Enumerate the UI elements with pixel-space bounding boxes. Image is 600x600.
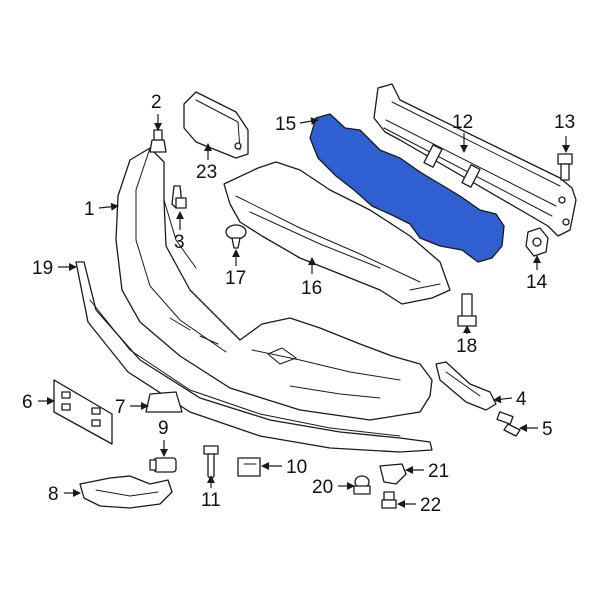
callout-11: 11	[201, 490, 221, 511]
part-2-fastener	[149, 129, 167, 153]
callout-15: 15	[275, 114, 296, 135]
callout-7: 7	[115, 397, 126, 418]
part-17-clip	[225, 224, 247, 249]
callout-12: 12	[452, 112, 473, 133]
callout-20: 20	[312, 477, 333, 498]
part-8-fog-bezel	[79, 475, 173, 509]
leader-lines	[38, 114, 570, 508]
callout-1: 1	[84, 199, 95, 220]
part-12-reinforcement-beam	[373, 83, 577, 237]
callout-23: 23	[196, 162, 217, 183]
part-6-license-bracket	[53, 379, 113, 445]
part-23-side-bracket	[183, 91, 249, 159]
part-10-retainer-clip	[237, 457, 261, 477]
part-22-screw	[381, 491, 397, 509]
callout-8: 8	[48, 484, 59, 505]
callout-6: 6	[22, 392, 33, 413]
part-14-nut	[525, 227, 549, 257]
callout-19: 19	[32, 258, 53, 279]
part-20-clip	[353, 475, 371, 495]
callout-16: 16	[301, 278, 322, 299]
callout-22: 22	[420, 495, 441, 516]
callout-10: 10	[286, 457, 307, 478]
callout-18: 18	[456, 336, 477, 357]
callout-2: 2	[151, 92, 162, 113]
part-7-cover	[145, 391, 183, 413]
part-21-retainer	[379, 463, 407, 485]
callout-labels: 1 2 3 4 5 6 7 8 9 10 11 12 13 14 15 16 1…	[22, 92, 575, 516]
part-18-bolt	[457, 293, 477, 327]
callout-21: 21	[428, 461, 449, 482]
callout-17: 17	[225, 268, 246, 289]
part-16-deflector	[223, 161, 451, 305]
callout-5: 5	[542, 419, 553, 440]
callout-14: 14	[526, 272, 548, 293]
part-11-push-pin	[203, 445, 219, 481]
part-4-side-bracket	[435, 361, 497, 411]
part-9-lamp-socket	[149, 457, 177, 473]
part-15-energy-absorber	[309, 113, 505, 263]
part-5-screw	[496, 411, 521, 437]
callout-4: 4	[516, 389, 527, 410]
part-3-screw	[171, 185, 187, 209]
callout-3: 3	[174, 232, 185, 253]
callout-13: 13	[554, 112, 575, 133]
part-1-bumper-cover	[115, 147, 433, 421]
callout-9: 9	[158, 418, 169, 439]
part-13-bolt	[557, 153, 573, 181]
